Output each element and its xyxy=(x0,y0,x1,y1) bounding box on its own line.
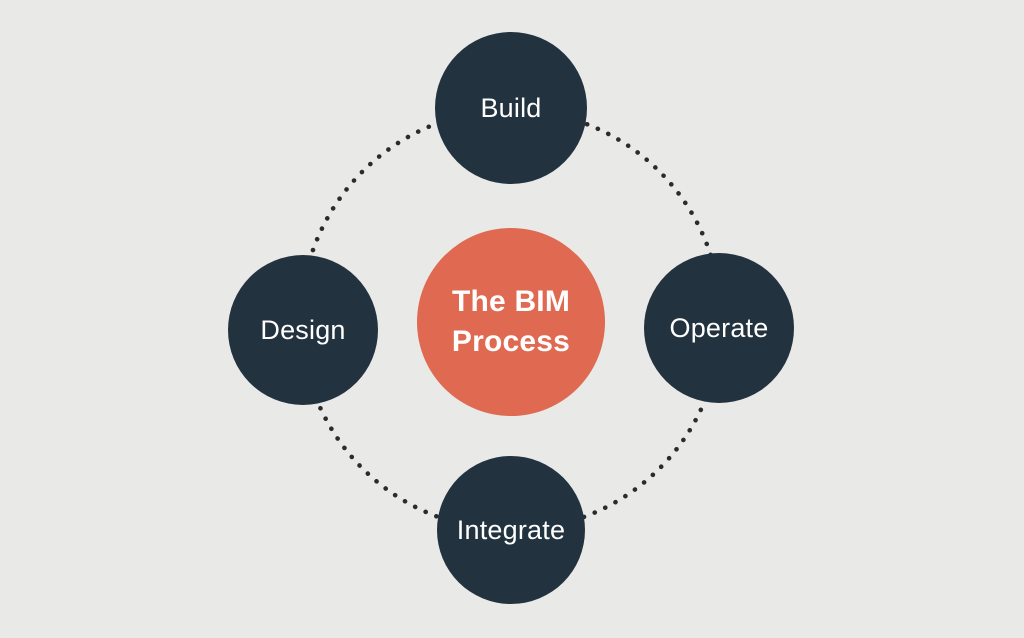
node-build: Build xyxy=(435,32,587,184)
node-operate: Operate xyxy=(644,253,794,403)
node-integrate-label: Integrate xyxy=(456,514,566,545)
center-node: The BIM Process xyxy=(417,228,605,416)
node-build-label: Build xyxy=(480,92,542,123)
node-integrate: Integrate xyxy=(437,456,585,604)
node-design-label: Design xyxy=(260,314,346,345)
node-operate-label: Operate xyxy=(669,312,769,343)
diagram-title-line1: The BIM xyxy=(451,284,571,318)
diagram-title: The BIM Process xyxy=(452,282,570,363)
diagram-title-line2: Process xyxy=(451,325,571,358)
node-design: Design xyxy=(228,255,378,405)
